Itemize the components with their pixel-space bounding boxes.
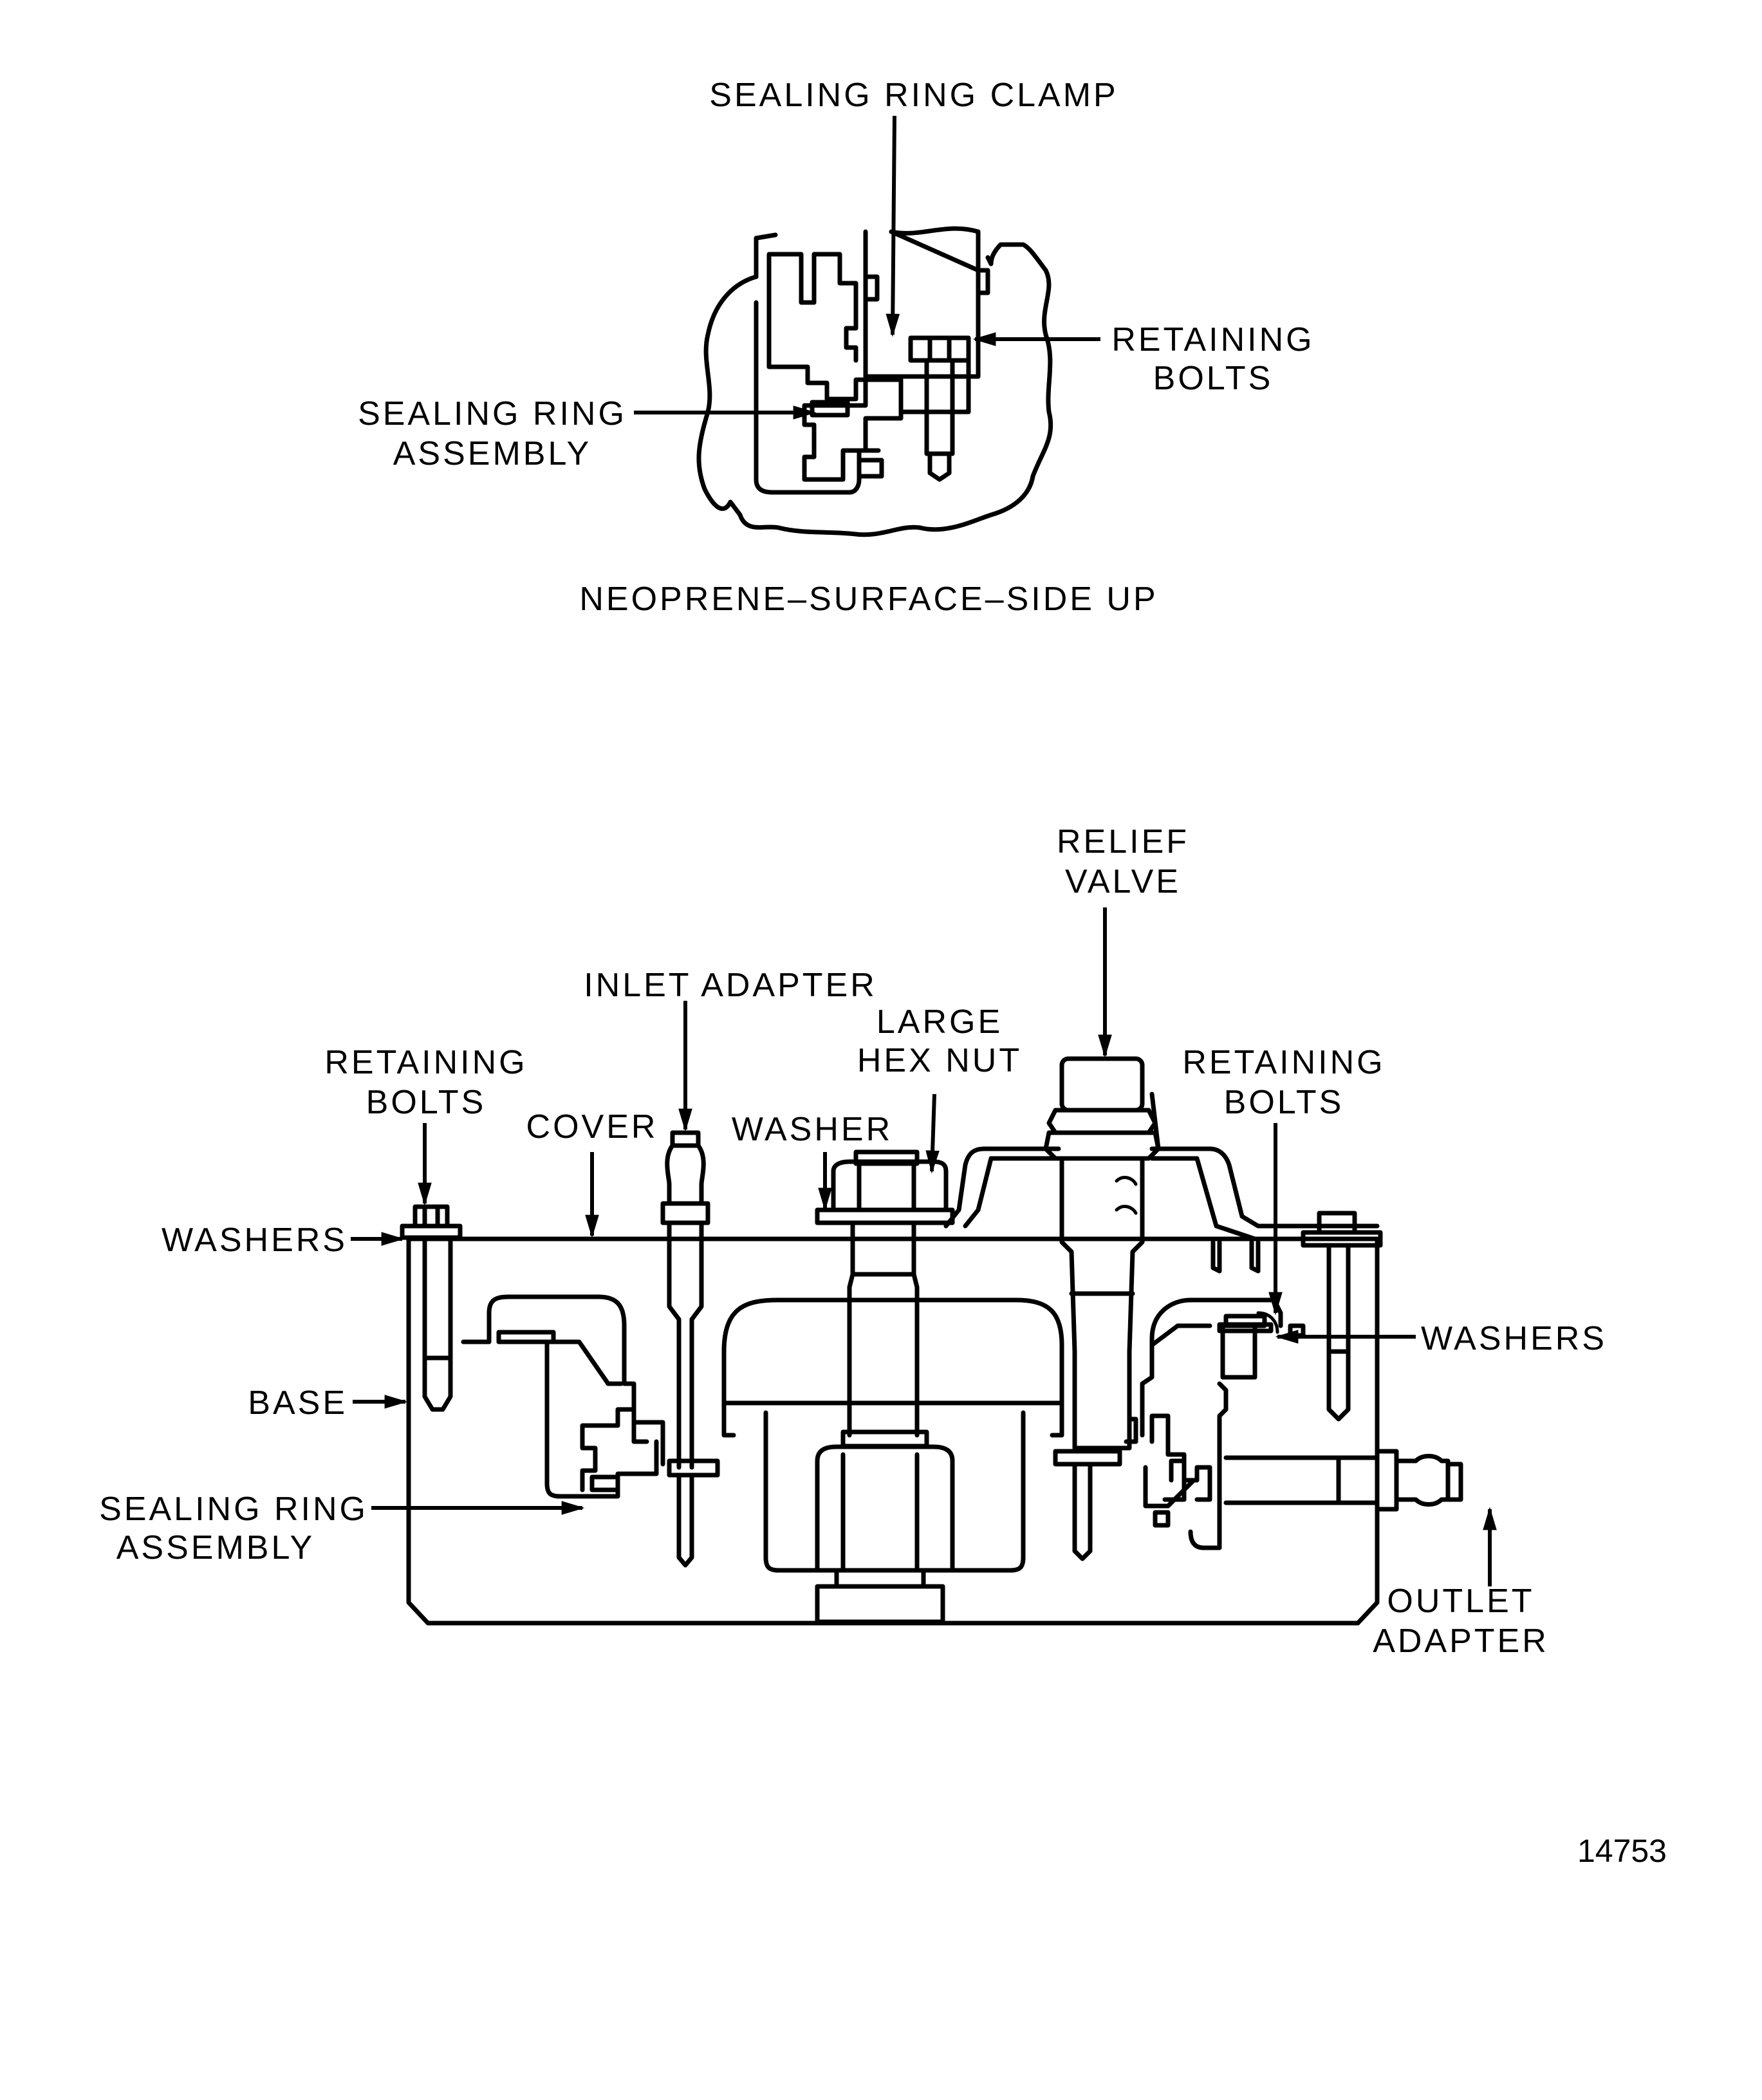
cover-plate-raised: [943, 1146, 1380, 1241]
leader-sealing-ring-clamp: [886, 115, 900, 337]
housing-left: [461, 1294, 665, 1467]
label-sealing-ring-clamp: SEALING RING CLAMP: [709, 77, 1118, 114]
retaining-bolt-right: [1301, 1211, 1383, 1422]
label-sealing-ring-assembly-top-1: SEALING RING: [358, 395, 627, 432]
large-hex-nut-assembly: [815, 1149, 955, 1624]
label-outlet-adapter-2: ADAPTER: [1373, 1622, 1549, 1660]
label-washer: WASHER: [732, 1111, 893, 1148]
label-retaining-bolts-left-1: RETAINING: [324, 1044, 527, 1081]
sealing-ring-assembly-left: [580, 1407, 649, 1492]
neoprene-surface-outline: [696, 242, 1053, 537]
center-housing: [721, 1297, 1064, 1406]
label-sealing-ring-assembly-bottom-1: SEALING RING: [99, 1491, 368, 1528]
label-relief-valve-1: RELIEF: [1057, 823, 1189, 860]
label-cover: COVER: [526, 1108, 658, 1146]
caption-neoprene-surface-side-up: NEOPRENE–SURFACE–SIDE UP: [579, 581, 1158, 618]
sealing-ring-assembly-part: [802, 377, 904, 482]
label-sealing-ring-assembly-bottom-2: ASSEMBLY: [116, 1529, 315, 1566]
washer-center: [815, 1207, 955, 1225]
outlet-adapter: [1223, 1449, 1463, 1512]
bottom-view-assembly: RELIEF VALVE INLET ADAPTER LARGE HEX NUT…: [99, 823, 1607, 1660]
label-relief-valve-2: VALVE: [1065, 863, 1181, 900]
label-sealing-ring-assembly-top-2: ASSEMBLY: [393, 435, 591, 472]
label-retaining-bolts-right-1: RETAINING: [1182, 1044, 1385, 1081]
sealing-ring-assembly-right: [1169, 1458, 1212, 1502]
relief-valve: [1043, 1056, 1161, 1561]
label-inlet-adapter: INLET ADAPTER: [584, 967, 877, 1004]
label-retaining-bolts-left-2: BOLTS: [366, 1084, 487, 1121]
retaining-bolt-left: [400, 1204, 463, 1412]
top-view-detail: SEALING RING CLAMP RETAINING BOLTS SEALI…: [358, 77, 1314, 618]
label-retaining-bolts-right-2: BOLTS: [1224, 1084, 1344, 1121]
label-retaining-bolts-top-2: BOLTS: [1153, 360, 1274, 397]
inlet-adapter: [660, 1130, 720, 1568]
housing-right: [1140, 1297, 1283, 1438]
label-washers-right: WASHERS: [1421, 1320, 1607, 1357]
large-hex-nut-top: [831, 1159, 949, 1213]
leader-large-hex-nut: [925, 1093, 940, 1174]
washer-right-group: [1217, 1311, 1306, 1338]
large-hex-nut-bottom: [815, 1444, 955, 1573]
sealing-ring-clamp-body: [863, 226, 990, 379]
figure-number: 14753: [1577, 1833, 1667, 1869]
label-washers-left: WASHERS: [162, 1222, 348, 1259]
label-large-hex-nut-1: LARGE: [876, 1003, 1003, 1041]
label-outlet-adapter-1: OUTLET: [1387, 1583, 1534, 1620]
label-retaining-bolts-top-1: RETAINING: [1111, 321, 1314, 358]
label-base: BASE: [248, 1384, 348, 1422]
label-large-hex-nut-2: HEX NUT: [857, 1042, 1022, 1079]
housing-profile: [766, 252, 868, 402]
retaining-bolt-top: [898, 335, 971, 482]
